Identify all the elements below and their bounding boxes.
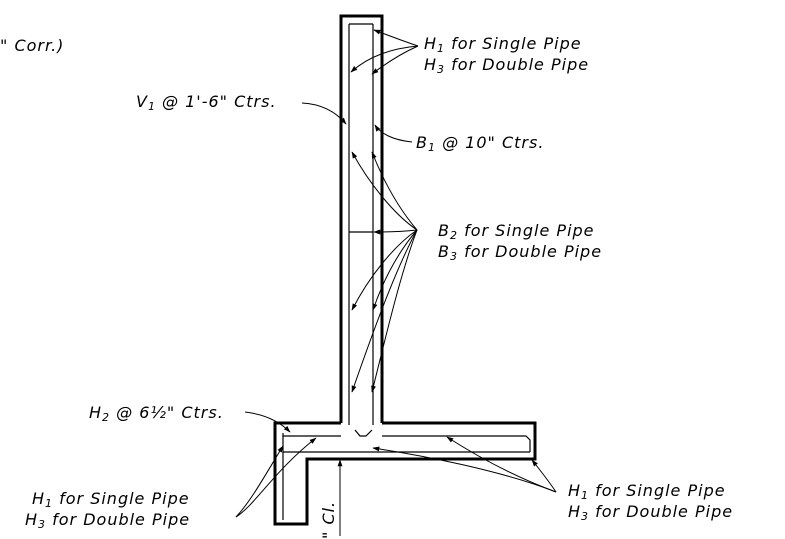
slab-outline — [273, 421, 537, 526]
leader-h2 — [244, 411, 291, 433]
concrete-outline — [273, 14, 537, 526]
stem-slab-notch — [354, 429, 373, 437]
leader-b2-2 — [371, 151, 418, 231]
leader-b2-7 — [371, 229, 418, 393]
leader-b2-4 — [351, 229, 418, 311]
leader-h-right-2 — [446, 436, 557, 493]
clearance-fragment-label: " Cl. — [319, 501, 338, 539]
b1-spacing-label: B1 @ 10" Ctrs. — [416, 133, 544, 154]
leader-lines — [235, 29, 557, 518]
wall-stem-outline — [339, 14, 384, 423]
slab-top-bar — [282, 433, 531, 452]
h3-double-right-label: H3 for Double Pipe — [568, 502, 733, 523]
leader-b2-6 — [351, 229, 418, 393]
leader-h-top-1 — [373, 29, 419, 47]
h1-single-right-label: H1 for Single Pipe — [568, 481, 726, 502]
leader-h-left-1 — [235, 437, 317, 518]
leader-h-right-1 — [372, 446, 557, 493]
h3-double-top-label: H3 for Double Pipe — [424, 55, 589, 76]
leader-h-left-2 — [235, 445, 284, 518]
b3-double-label: B3 for Double Pipe — [438, 242, 602, 263]
h1-single-left-label: H1 for Single Pipe — [32, 489, 190, 510]
leader-b2-1 — [351, 151, 418, 231]
v1-spacing-label: V1 @ 1'-6" Ctrs. — [136, 92, 277, 113]
leader-b2-3 — [373, 229, 418, 235]
h1-single-top-label: H1 for Single Pipe — [424, 34, 582, 55]
leader-b2-5 — [372, 229, 418, 311]
leader-v1 — [301, 102, 347, 125]
corr-fragment-label: " Corr.) — [0, 36, 64, 55]
leader-h-top-2 — [350, 45, 419, 73]
h3-double-left-label: H3 for Double Pipe — [25, 510, 190, 531]
h2-spacing-label: H2 @ 6½" Ctrs. — [89, 403, 224, 424]
leader-h-right-3 — [531, 459, 557, 493]
b2-single-label: B2 for Single Pipe — [438, 221, 595, 242]
leader-b1 — [374, 124, 413, 143]
leader-h-top-3 — [371, 45, 419, 75]
slab-bottom-bar — [282, 436, 530, 453]
callout-labels: " Corr.) H1 for Single Pipe H3 for Doubl… — [0, 34, 733, 539]
